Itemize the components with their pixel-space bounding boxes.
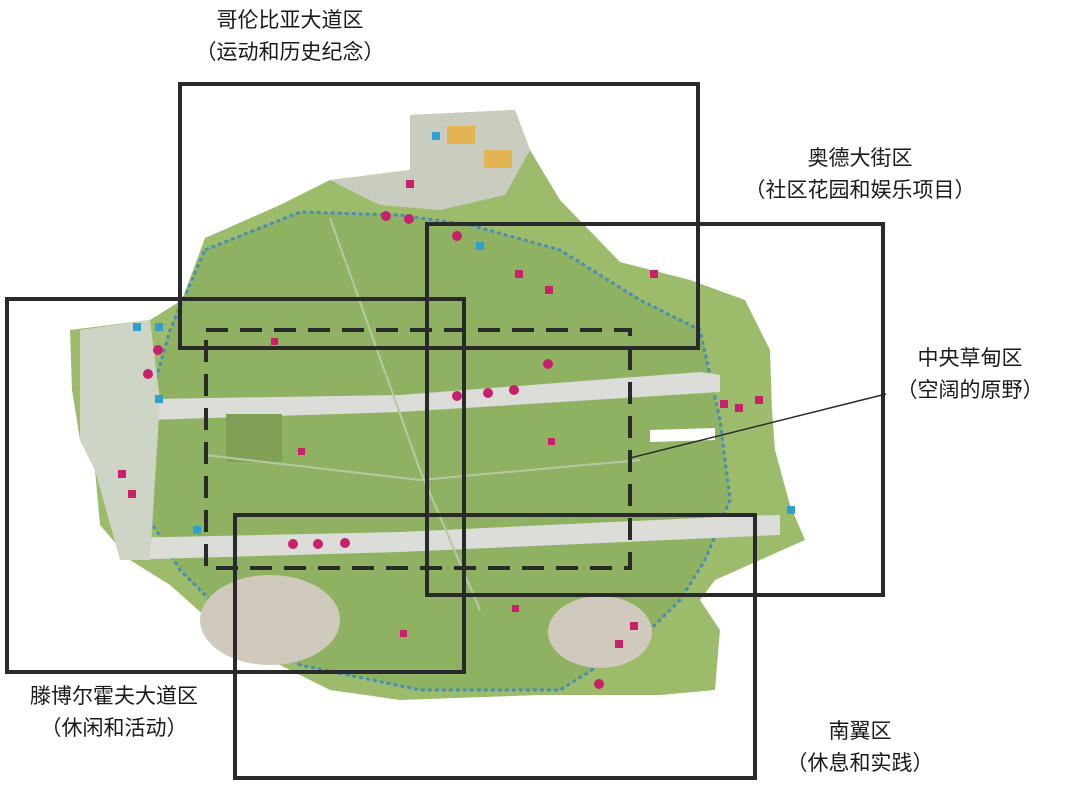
facility-marker [512, 605, 519, 612]
facility-marker [615, 640, 623, 648]
zone-subtitle: （休闲和活动） [40, 716, 188, 740]
service-markers [133, 132, 795, 534]
sw-sand-area [200, 575, 340, 665]
zone-frame-columbia [178, 82, 700, 350]
zone-name: 奥德大街区 [807, 146, 913, 170]
zone-subtitle: （运动和历史纪念） [195, 40, 385, 64]
zone-name: 南翼区 [828, 719, 892, 743]
zone-frame-south [233, 513, 757, 780]
zone-subtitle: （空阔的原野） [896, 378, 1044, 402]
facility-marker [400, 630, 407, 637]
facility-marker [143, 369, 153, 379]
zone-subtitle: （休息和实践） [786, 751, 934, 775]
facility-marker [340, 538, 350, 548]
sports-fields [447, 126, 512, 168]
facility-marker [630, 622, 638, 630]
facility-marker [271, 338, 278, 345]
cross-path [204, 454, 641, 482]
zone-name: 哥伦比亚大道区 [216, 8, 364, 32]
zone-name: 中央草甸区 [917, 346, 1023, 370]
facility-marker [650, 270, 658, 278]
zone-label-central: 中央草甸区 （空阔的原野） [880, 342, 1060, 406]
facility-marker [509, 385, 519, 395]
facility-marker [594, 679, 604, 689]
facility-marker [735, 404, 743, 412]
sports-field [484, 150, 512, 168]
zone-label-oderstrasse: 奥德大街区 （社区花园和娱乐项目） [710, 142, 1010, 206]
facility-marker [313, 539, 323, 549]
facility-marker [381, 211, 391, 221]
se-sand-area [548, 596, 652, 668]
facility-marker [153, 345, 163, 355]
service-marker [193, 526, 201, 534]
facility-marker [128, 490, 136, 498]
facility-marker [118, 470, 126, 478]
zone-name: 滕博尔霍夫大道区 [30, 684, 198, 708]
zone-frame-oderstrasse [425, 222, 885, 597]
north-runway [85, 372, 720, 422]
service-marker [476, 242, 484, 250]
facility-markers [118, 180, 763, 689]
diagonal-path [329, 217, 481, 611]
zone-frame-central [204, 328, 632, 570]
facility-marker [288, 539, 298, 549]
zone-frames [5, 82, 887, 780]
facility-marker [452, 391, 462, 401]
facility-marker [298, 448, 305, 455]
service-marker [133, 323, 141, 331]
facility-marker [755, 396, 763, 404]
facility-marker [720, 400, 728, 408]
facility-marker [452, 231, 462, 241]
service-marker [155, 395, 163, 403]
sports-field [447, 126, 475, 144]
dark-meadow-patch [226, 414, 282, 462]
service-marker [432, 132, 440, 140]
facility-marker [545, 286, 553, 294]
facility-marker [548, 438, 555, 445]
zone-label-south: 南翼区 （休息和实践） [770, 715, 950, 779]
facility-marker [483, 388, 493, 398]
zone-subtitle: （社区花园和娱乐项目） [744, 178, 976, 202]
facility-marker [543, 359, 553, 369]
central-leader-line [629, 393, 887, 459]
zone-label-columbia: 哥伦比亚大道区 （运动和历史纪念） [160, 4, 420, 68]
service-marker [155, 323, 163, 331]
east-strip [650, 428, 715, 442]
facility-marker [404, 214, 414, 224]
north-built-area [330, 110, 530, 210]
service-marker [787, 506, 795, 514]
west-apron [80, 320, 160, 560]
zone-label-tempelhof: 滕博尔霍夫大道区 （休闲和活动） [4, 680, 224, 744]
facility-marker [515, 270, 523, 278]
facility-marker [406, 180, 414, 188]
